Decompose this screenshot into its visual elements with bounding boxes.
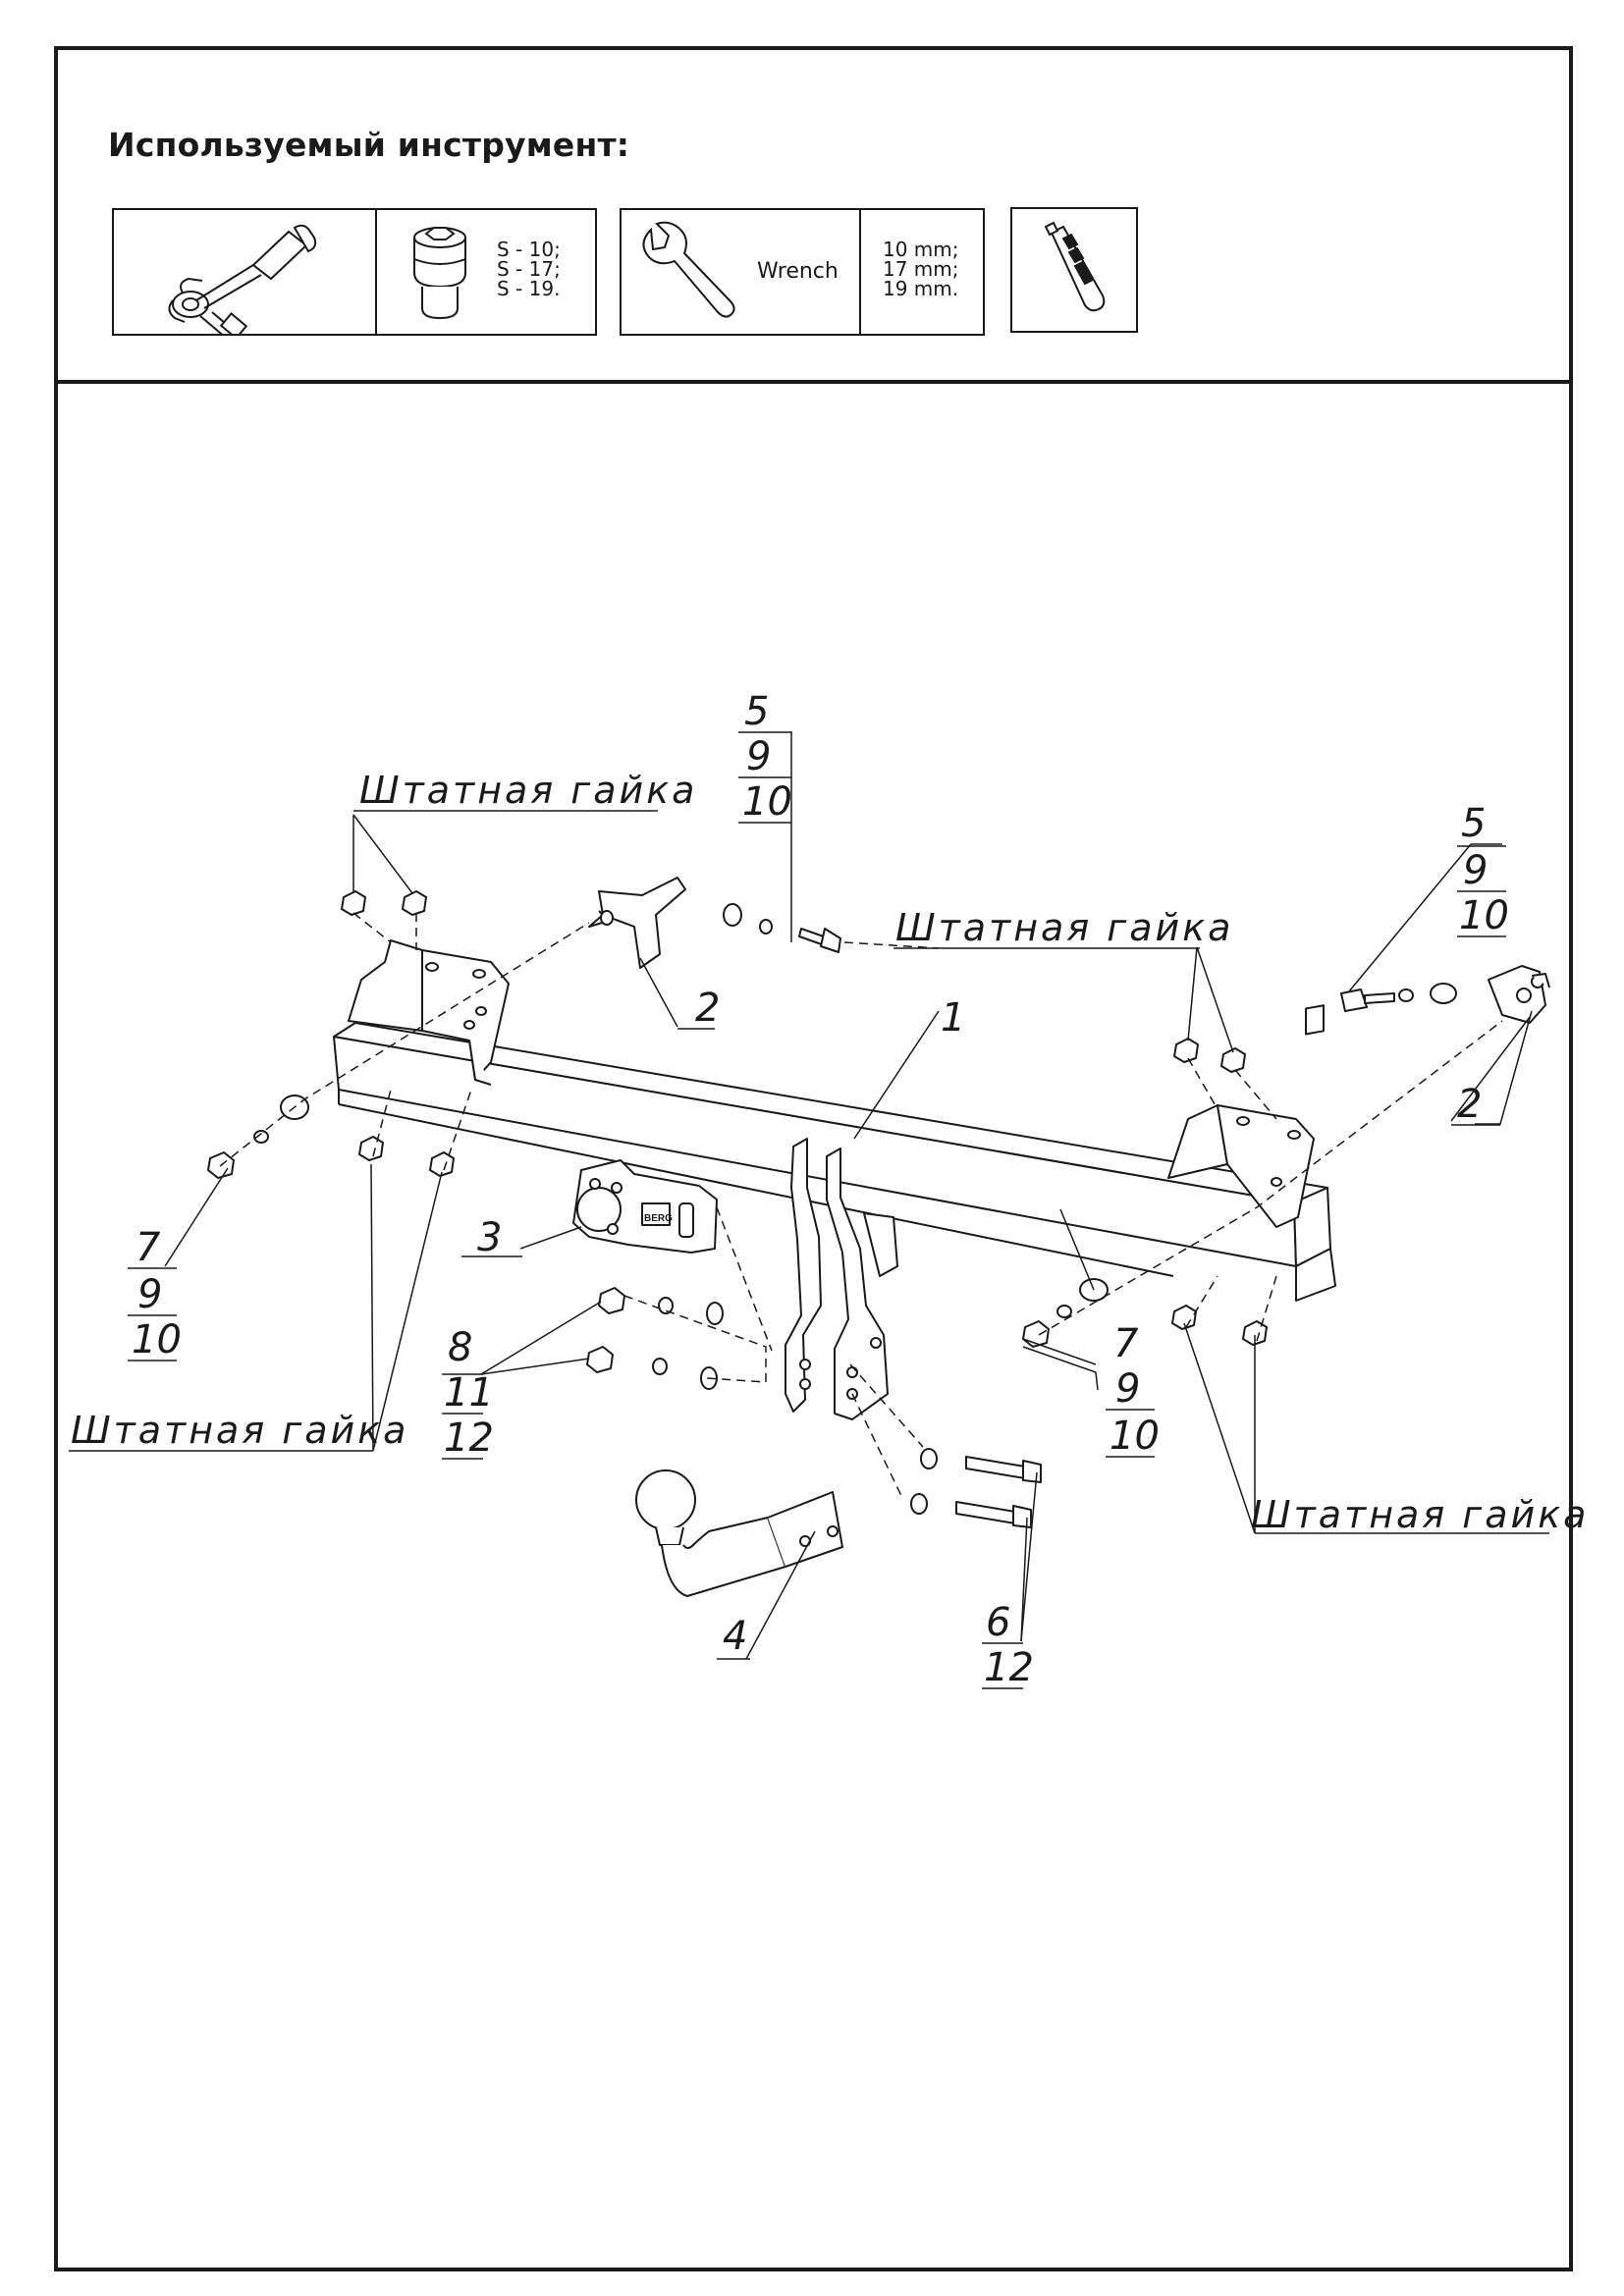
bolt-set-top [723,903,841,953]
callout-10-right: 10 [1459,893,1509,938]
bolt-set-bottom [910,1448,1042,1528]
callout-9-right: 9 [1463,848,1488,893]
tow-ball-part-4 [635,1469,843,1597]
wrench-sizes: 10 mm; 17 mm; 19 mm. [883,240,959,298]
callout-bolt-right: 5 9 10 [1457,801,1509,938]
brand-mark: BERG [644,1213,673,1224]
nut-set-center [586,1287,724,1390]
leader-lines [69,731,1549,1660]
wrench-icon [642,221,735,318]
original-nuts [341,890,1268,1346]
callout-5-right: 5 [1461,801,1486,846]
right-mount-bracket [1167,1104,1315,1228]
callout-tow-ball: 4 [717,1614,750,1660]
callout-12-center: 12 [444,1415,494,1461]
nut-label-top-right: Штатная гайка [895,906,1233,949]
callout-bracket-left: 2 [677,986,720,1031]
callout-10-left: 10 [132,1317,182,1362]
tool-ratchet-socket-box: S - 10; S - 17; S - 19. [112,208,597,340]
assembly-lines [219,912,1503,1501]
callout-10-top: 10 [742,779,792,825]
callout-9-top: 9 [746,734,771,779]
bracket-part-2-left [588,877,686,969]
bolt-set-right [1340,983,1457,1012]
wrench-size-19: 19 mm. [883,277,959,300]
callout-2-left: 2 [695,986,720,1031]
callout-3: 3 [477,1215,502,1260]
callout-9-left: 9 [137,1272,162,1317]
wrench-size-10: 10 mm; [883,238,959,261]
callout-7-left: 7 [135,1225,161,1270]
header-divider [54,380,1573,384]
callout-crossbar: 1 [941,995,965,1041]
callout-bolt-bottom: 6 12 [982,1600,1034,1690]
socket-cell: S - 10; S - 17; S - 19. [377,210,595,334]
callout-12-bottom: 12 [984,1645,1034,1690]
callout-nut-left: 7 9 10 [128,1225,182,1362]
socket-icon [413,227,466,320]
socket-size-10: S - 10; [497,238,561,261]
page-frame [54,46,1573,2271]
callout-bolt-top: 5 9 10 [738,689,792,825]
left-mount-bracket [348,939,510,1086]
center-drop-plate [785,1138,898,1420]
callout-11: 11 [444,1370,494,1415]
callout-bracket-right: 2 [1451,1082,1500,1127]
callout-1: 1 [941,995,965,1041]
callout-4: 4 [723,1614,747,1659]
nut-label-bottom-right: Штатная гайка [1251,1493,1589,1536]
socket-size-17: S - 17; [497,257,561,281]
callout-5-top: 5 [744,689,769,734]
callout-6: 6 [986,1600,1010,1645]
tools-title: Используемый инструмент: [108,126,630,164]
callout-7-right: 7 [1113,1321,1139,1366]
callout-2-right: 2 [1457,1082,1482,1127]
ratchet-cell [114,210,377,340]
tool-knife-box [1010,207,1138,333]
callout-nut-right: 7 9 10 [1106,1321,1160,1459]
bracket-part-2-right [1488,965,1550,1024]
socket-size-19: S - 19. [497,277,561,300]
callout-nut-center: 8 11 12 [442,1325,494,1461]
nut-label-top-left: Штатная гайка [359,769,697,812]
callout-10-right-nut: 10 [1110,1414,1160,1459]
tool-wrench-box: Wrench 10 mm; 17 mm; 19 mm. [620,208,985,336]
wrench-cell: Wrench [622,210,861,334]
callout-socket-plate: 3 [461,1215,522,1260]
nut-label-bottom-left: Штатная гайка [71,1409,408,1452]
ratchet-icon [168,224,317,340]
wrench-label: Wrench [757,259,839,284]
callout-9-right-nut: 9 [1115,1366,1140,1412]
wrench-sizes-cell: 10 mm; 17 mm; 19 mm. [861,210,983,334]
wrench-size-17: 17 mm; [883,257,959,281]
socket-sizes: S - 10; S - 17; S - 19. [497,240,561,298]
socket-plate-part-3 [572,1159,718,1254]
crossbar-part-1 [333,1004,1336,1302]
utility-knife-icon [1044,221,1106,312]
callout-8: 8 [448,1325,472,1370]
nut-set-right [1022,1278,1109,1348]
